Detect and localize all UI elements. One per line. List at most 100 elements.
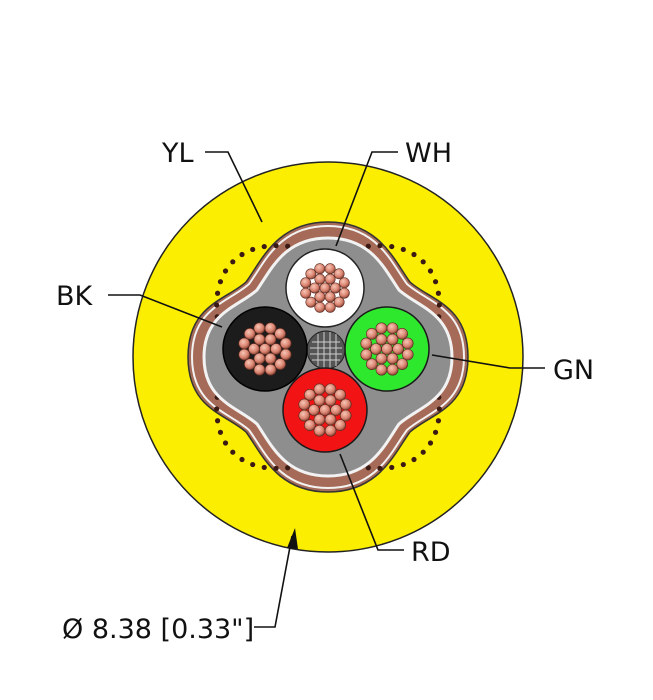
- braid-strand: [217, 429, 224, 435]
- braid-strand: [214, 406, 220, 412]
- conductor-strand: [305, 296, 317, 308]
- braid-strand: [389, 464, 395, 471]
- dimension-leader-line: [254, 535, 293, 628]
- conductor-strand: [324, 424, 337, 437]
- conductor-strand: [274, 358, 287, 370]
- diameter-label: Ø 8.38 [0.33"]: [62, 614, 254, 645]
- conductor-strand: [386, 333, 399, 346]
- conductor-strand: [360, 348, 373, 361]
- conductor-strand: [338, 287, 350, 299]
- conductor-strand: [333, 296, 345, 308]
- label-bk: BK: [56, 281, 94, 312]
- center-filler-mesh: [310, 332, 342, 368]
- conductor-strand: [333, 268, 345, 280]
- conductor-strand: [324, 413, 337, 426]
- conductor-strand: [300, 287, 312, 299]
- braid-strand: [400, 461, 406, 468]
- braid-strand: [222, 440, 229, 446]
- conductor-strand: [314, 291, 326, 303]
- conductor-strand: [375, 333, 388, 346]
- braid-strand: [250, 246, 256, 253]
- braid-strand: [365, 465, 371, 471]
- leader-line-yl: [205, 151, 263, 223]
- conductor-strand: [324, 383, 337, 396]
- braid-strand: [230, 449, 236, 455]
- conductor-strand: [259, 343, 271, 355]
- braid-strand: [400, 246, 406, 253]
- braid-strand: [420, 449, 426, 455]
- conductor-strand: [330, 404, 342, 416]
- conductor-strand: [264, 322, 277, 335]
- conductor-strand: [298, 409, 311, 422]
- braid-strand: [377, 243, 383, 249]
- conductor-strand: [305, 268, 317, 280]
- conductor-strand: [401, 348, 414, 361]
- conductor-strand: [319, 404, 331, 416]
- leader-line-wh: [335, 151, 398, 247]
- conductor-strands: [238, 263, 414, 437]
- braid-strand: [285, 465, 291, 471]
- conductor-strand: [248, 343, 260, 355]
- braid-strand: [230, 259, 236, 265]
- conductor-strand: [375, 363, 388, 376]
- label-yl: YL: [161, 138, 194, 169]
- conductor-strand: [396, 327, 408, 340]
- conductor-strand: [401, 337, 414, 350]
- conductor-strand: [304, 419, 316, 432]
- conductor-strand: [314, 301, 326, 313]
- conductor-strand: [386, 352, 399, 365]
- conductor-strand: [375, 352, 388, 365]
- conductor-strand: [324, 301, 336, 313]
- shield-outer-foil: [190, 224, 466, 490]
- conductor-strand: [253, 322, 266, 335]
- braid-strand: [435, 418, 442, 424]
- conductor-strand: [338, 277, 350, 289]
- conductor-strand: [303, 389, 316, 401]
- braid-strand: [222, 268, 229, 274]
- conductor-strand: [324, 273, 336, 285]
- braid-strand: [214, 290, 221, 296]
- conductor-strand: [314, 273, 326, 285]
- label-gn: GN: [553, 355, 594, 386]
- conductor-strand: [264, 352, 277, 365]
- conductor-strand: [264, 363, 277, 376]
- conductor-strand: [314, 263, 326, 275]
- center-filler: [306, 330, 346, 370]
- braid-strand: [239, 251, 245, 258]
- braid-strand: [261, 464, 267, 471]
- braid-strand: [261, 243, 267, 250]
- label-rd: RD: [411, 537, 451, 568]
- braid-strand: [273, 465, 279, 471]
- braid-strand: [239, 456, 245, 463]
- conductor-strand: [300, 277, 312, 289]
- conductor-strand: [309, 282, 321, 294]
- braid-strand: [432, 279, 439, 285]
- conductor-strand: [270, 343, 282, 355]
- conductor-strand: [381, 343, 393, 355]
- conductor-strand: [366, 358, 378, 371]
- conductor-strand: [238, 337, 251, 350]
- conductor-strand: [396, 358, 409, 370]
- conductor-strand: [319, 282, 331, 294]
- conductor-strand: [324, 394, 337, 407]
- conductor-strand: [274, 327, 286, 340]
- braid-strand: [285, 243, 291, 249]
- conductor-strand: [334, 419, 347, 431]
- braid-strand: [436, 302, 442, 308]
- conductor-strand: [324, 291, 336, 303]
- conductor-strand: [324, 263, 336, 275]
- label-wh: WH: [405, 138, 452, 169]
- braid-strand: [436, 406, 442, 412]
- braid-strand: [435, 290, 442, 296]
- braid-strand: [273, 243, 279, 249]
- conductor-strand: [313, 424, 326, 437]
- braid-strand: [411, 251, 417, 258]
- leader-line-rd: [339, 453, 404, 551]
- conductor-strand: [279, 348, 292, 361]
- conductor-strand: [334, 388, 346, 401]
- conductor-strand: [339, 409, 352, 422]
- braid-strand: [214, 302, 220, 308]
- conductor-strand: [313, 394, 326, 407]
- conductor-strand: [386, 363, 399, 376]
